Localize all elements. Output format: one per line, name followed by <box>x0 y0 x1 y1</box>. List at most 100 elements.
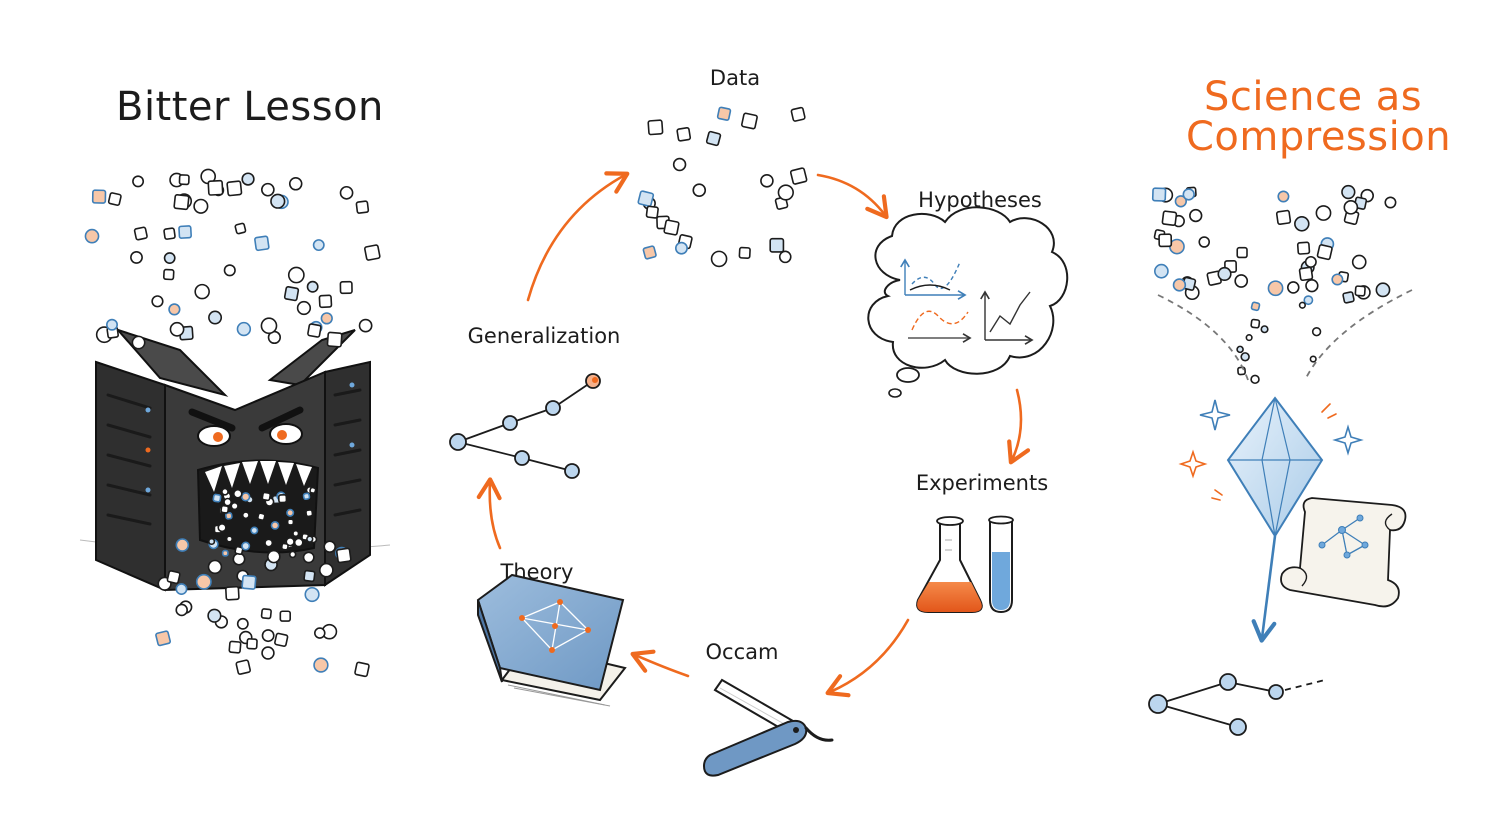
data-particle <box>705 130 722 147</box>
data-particle <box>740 112 758 130</box>
data-particle <box>1354 285 1366 297</box>
data-particle <box>225 535 233 543</box>
data-particle <box>293 537 304 548</box>
data-particle <box>226 180 243 197</box>
data-particle <box>777 184 794 201</box>
data-particle <box>1304 255 1317 268</box>
science-title-line1: Science as <box>1204 74 1423 120</box>
data-particle <box>131 335 146 350</box>
data-particle <box>1331 273 1344 286</box>
data-particle <box>303 569 316 583</box>
arrow-hypotheses-to-experiments <box>1007 388 1031 465</box>
data-particle <box>1161 210 1178 226</box>
data-particle <box>323 540 337 553</box>
data-particle <box>287 266 305 284</box>
data-particle <box>260 317 278 335</box>
data-particle <box>163 252 176 264</box>
data-particle <box>195 573 212 590</box>
stage-label-experiments: Experiments <box>915 471 1049 495</box>
data-particle <box>312 239 325 252</box>
data-particle <box>1189 208 1203 223</box>
data-particle <box>1286 281 1300 294</box>
data-particle <box>221 549 229 557</box>
data-particle <box>1341 184 1356 200</box>
data-particle <box>223 264 236 277</box>
data-particles <box>637 106 808 268</box>
cycle-arrows <box>476 171 1031 698</box>
data-particle <box>173 194 190 211</box>
data-particle <box>1309 355 1317 363</box>
data-particle <box>1237 366 1246 376</box>
data-particle <box>1174 195 1187 208</box>
theory-scroll <box>1280 497 1407 608</box>
data-particle <box>296 300 312 316</box>
experiment-test-tube <box>988 515 1014 614</box>
crystal-gem <box>1226 396 1324 538</box>
data-particle <box>716 106 732 121</box>
data-particle <box>305 509 314 518</box>
data-particle <box>1250 301 1261 312</box>
data-particle <box>302 492 311 501</box>
data-particle <box>232 488 243 499</box>
data-particle <box>106 318 118 331</box>
bitter-lesson-data-particles <box>84 168 381 678</box>
data-particle <box>178 225 192 239</box>
science-title-line2: Compression <box>1186 114 1452 160</box>
arrow-occam-to-theory <box>630 649 690 678</box>
stage-label-occam: Occam <box>705 640 779 664</box>
data-particle <box>1342 291 1355 304</box>
data-particle <box>1375 282 1391 298</box>
data-particle <box>166 570 181 585</box>
data-particle <box>364 244 381 261</box>
data-particle <box>769 237 785 253</box>
data-particle <box>270 193 286 209</box>
data-particle <box>676 127 692 142</box>
data-particle <box>207 559 223 575</box>
data-particle <box>84 228 100 244</box>
data-particle <box>178 174 190 186</box>
data-particle <box>223 497 233 507</box>
data-particle <box>91 189 107 204</box>
data-particle <box>354 661 370 678</box>
data-particle <box>637 190 655 207</box>
data-particle <box>155 630 171 647</box>
data-particle <box>1305 279 1319 293</box>
data-particle <box>194 283 210 300</box>
data-particle <box>790 106 806 122</box>
data-particle <box>1236 345 1244 354</box>
data-particle <box>221 487 229 496</box>
data-particle <box>175 603 188 617</box>
data-particle <box>318 562 334 578</box>
data-particle <box>1303 295 1314 306</box>
data-particle <box>168 303 181 316</box>
data-particle <box>208 537 216 546</box>
data-particle <box>285 537 295 547</box>
data-particle <box>234 222 247 235</box>
data-particle <box>224 512 233 520</box>
data-particle <box>175 583 188 596</box>
data-particle <box>647 119 664 136</box>
data-particle <box>1277 190 1290 203</box>
data-particle <box>1315 205 1332 221</box>
data-particle <box>1151 187 1167 202</box>
data-particle <box>261 629 275 643</box>
data-particle <box>302 551 315 564</box>
data-particle <box>241 172 255 186</box>
data-particle <box>288 550 297 559</box>
data-particle <box>279 610 291 622</box>
arrow-theory-to-generalization <box>476 477 502 550</box>
arrow-generalization-to-data <box>526 171 630 302</box>
data-particle <box>1267 280 1284 297</box>
stage-label-generalization: Generalization <box>467 324 621 348</box>
stage-label-data: Data <box>709 66 761 90</box>
data-particle <box>789 167 808 185</box>
data-particle <box>1158 233 1173 248</box>
data-particle <box>306 535 314 543</box>
data-particle <box>274 632 289 647</box>
data-particle <box>264 538 274 548</box>
data-particle <box>1294 216 1310 232</box>
data-particle <box>304 586 320 603</box>
data-particle <box>339 280 353 295</box>
data-particle <box>1298 301 1306 309</box>
